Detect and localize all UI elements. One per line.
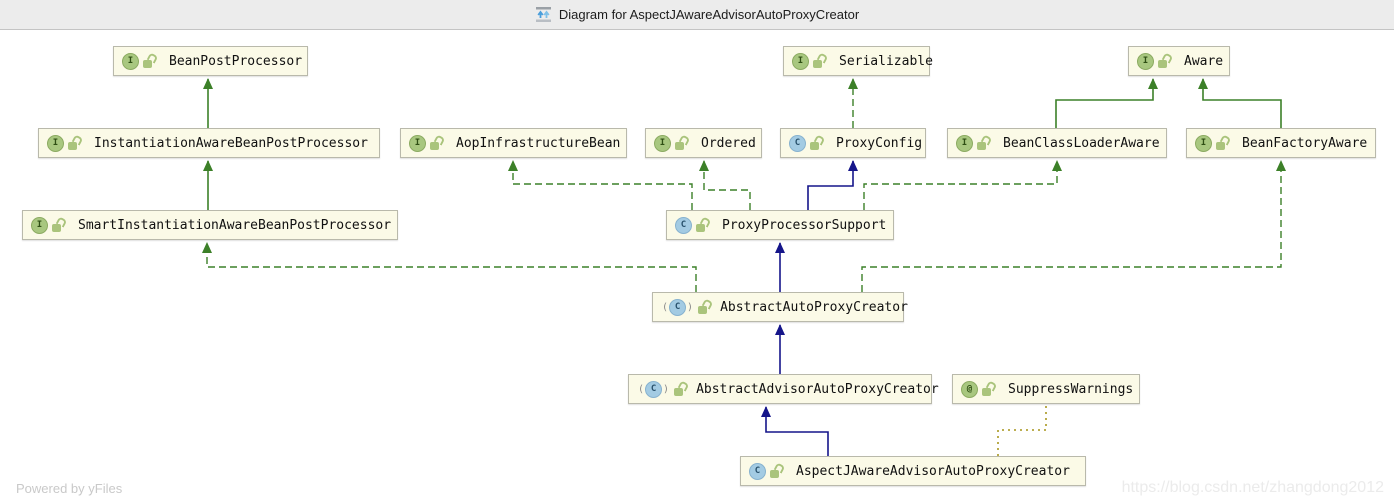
edge-pps-to-ordered	[699, 160, 751, 210]
node-label: SmartInstantiationAwareBeanPostProcessor	[78, 217, 392, 233]
lock-icon	[52, 218, 65, 233]
abstract-marker: (	[662, 301, 669, 313]
node-suppresswarnings[interactable]: @ SuppressWarnings	[952, 374, 1140, 404]
interface-icon: I	[122, 52, 139, 70]
node-label: ProxyConfig	[836, 135, 923, 151]
lock-icon	[696, 218, 709, 233]
lock-icon	[982, 382, 995, 397]
diagram-canvas[interactable]: I BeanPostProcessor I Serializable I Awa…	[0, 30, 1394, 502]
lock-icon	[813, 54, 826, 69]
class-icon: C	[749, 462, 766, 480]
node-label: BeanPostProcessor	[169, 53, 303, 69]
node-instantiationawarebeanpostprocessor[interactable]: I InstantiationAwareBeanPostProcessor	[38, 128, 380, 158]
powered-by-yfiles-label: Powered by yFiles	[16, 481, 123, 496]
lock-icon	[810, 136, 823, 151]
node-proxyconfig[interactable]: C ProxyConfig	[780, 128, 926, 158]
edge-beanfactoryaware-to-aware	[1198, 78, 1282, 128]
abstract-class-icon: C	[669, 298, 687, 316]
abstract-class-icon: C	[645, 380, 663, 398]
node-label: BeanClassLoaderAware	[1003, 135, 1160, 151]
node-label: BeanFactoryAware	[1242, 135, 1368, 151]
edge-pps-to-beanclassloaderaware	[863, 160, 1062, 210]
watermark-url: https://blog.csdn.net/zhangdong2012	[1121, 479, 1384, 496]
node-label: InstantiationAwareBeanPostProcessor	[94, 135, 368, 151]
edge-aapc-to-smartinstantiationaware	[202, 242, 697, 292]
window-title: Diagram for AspectJAwareAdvisorAutoProxy…	[558, 7, 860, 22]
lock-icon	[1216, 136, 1229, 151]
node-label: AspectJAwareAdvisorAutoProxyCreator	[796, 463, 1070, 479]
node-label: AopInfrastructureBean	[456, 135, 621, 151]
node-ordered[interactable]: I Ordered	[645, 128, 762, 158]
lock-icon	[143, 54, 156, 69]
edge-pps-to-proxyconfig	[807, 160, 858, 210]
lock-icon	[698, 300, 711, 315]
node-label: Ordered	[701, 135, 756, 151]
edge-aspectj-to-suppresswarnings	[997, 406, 1047, 456]
interface-icon: I	[956, 134, 973, 152]
node-beanfactoryaware[interactable]: I BeanFactoryAware	[1186, 128, 1376, 158]
window-titlebar: Diagram for AspectJAwareAdvisorAutoProxy…	[0, 0, 1394, 30]
node-aware[interactable]: I Aware	[1128, 46, 1230, 76]
diagram-icon	[535, 7, 552, 22]
interface-icon: I	[1195, 134, 1212, 152]
node-beanclassloaderaware[interactable]: I BeanClassLoaderAware	[947, 128, 1167, 158]
class-icon: C	[675, 216, 692, 234]
interface-icon: I	[654, 134, 671, 152]
node-aspectjawareadvisorautoproxycreator[interactable]: C AspectJAwareAdvisorAutoProxyCreator	[740, 456, 1086, 486]
node-label: ProxyProcessorSupport	[722, 217, 887, 233]
node-label: SuppressWarnings	[1008, 381, 1134, 397]
interface-icon: I	[47, 134, 64, 152]
edge-pps-to-aopinfrastructurebean	[508, 160, 693, 210]
node-smartinstantiationawarebeanpostprocessor[interactable]: I SmartInstantiationAwareBeanPostProcess…	[22, 210, 398, 240]
interface-icon: I	[409, 134, 426, 152]
abstract-marker: )	[663, 383, 670, 395]
abstract-marker: )	[687, 301, 694, 313]
node-proxyprocessorsupport[interactable]: C ProxyProcessorSupport	[666, 210, 894, 240]
lock-icon	[68, 136, 81, 151]
node-label: AbstractAdvisorAutoProxyCreator	[696, 381, 939, 397]
interface-icon: I	[1137, 52, 1154, 70]
node-label: Aware	[1184, 53, 1224, 69]
abstract-marker: (	[638, 383, 645, 395]
interface-icon: I	[31, 216, 48, 234]
edge-layer	[202, 78, 1286, 456]
edge-aapc-to-beanfactoryaware	[861, 160, 1286, 292]
edge-beanclassloaderaware-to-aware	[1055, 78, 1158, 128]
lock-icon	[430, 136, 443, 151]
lock-icon	[977, 136, 990, 151]
node-aopinfrastructurebean[interactable]: I AopInfrastructureBean	[400, 128, 627, 158]
interface-icon: I	[792, 52, 809, 70]
node-abstractautoproxycreator[interactable]: ( C ) AbstractAutoProxyCreator	[652, 292, 908, 322]
class-icon: C	[789, 134, 806, 152]
lock-icon	[675, 136, 688, 151]
edge-aspectj-to-abstractadvisor	[761, 406, 829, 456]
lock-icon	[1158, 54, 1171, 69]
lock-icon	[770, 464, 783, 479]
annotation-icon: @	[961, 380, 978, 398]
node-serializable[interactable]: I Serializable	[783, 46, 933, 76]
node-label: Serializable	[839, 53, 933, 69]
node-beanpostprocessor[interactable]: I BeanPostProcessor	[113, 46, 308, 76]
node-abstractadvisorautoproxycreator[interactable]: ( C ) AbstractAdvisorAutoProxyCreator	[628, 374, 939, 404]
node-label: AbstractAutoProxyCreator	[720, 299, 908, 315]
lock-icon	[674, 382, 687, 397]
